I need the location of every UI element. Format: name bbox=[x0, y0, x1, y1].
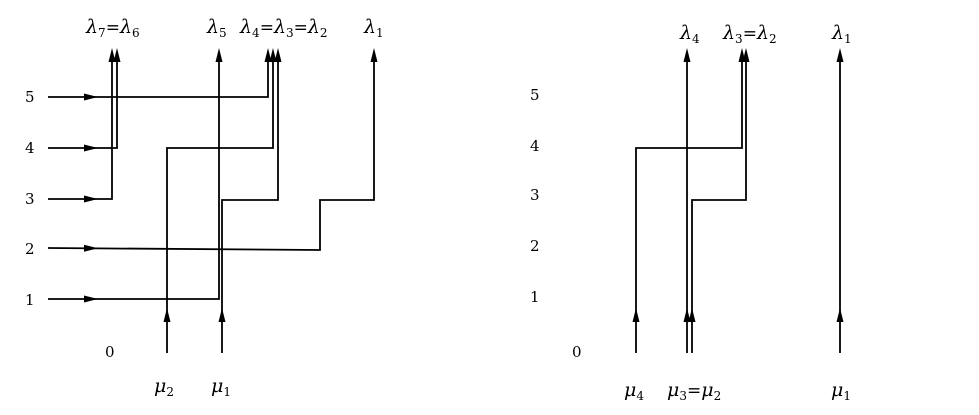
right-arrow-bottom-840 bbox=[836, 308, 844, 322]
left-top-label-l432-subscript: 3 bbox=[286, 26, 294, 40]
right-bottom-label-m1-symbol: μ bbox=[831, 379, 843, 401]
left-top-label-l432-subscript: 4 bbox=[252, 26, 260, 40]
left-path-row3 bbox=[48, 52, 113, 200]
right-arrow-top-840 bbox=[836, 48, 844, 62]
right-top-label-l32-subscript: 2 bbox=[769, 32, 777, 46]
left-arrow-top-278 bbox=[274, 48, 282, 62]
left-bottom-label-m1-symbol: μ bbox=[211, 375, 223, 397]
right-path-mu4 bbox=[635, 52, 743, 353]
right-arrow-top-746 bbox=[742, 48, 750, 62]
left-path-row2 bbox=[47, 52, 375, 251]
right-arrow-bottom-687 bbox=[683, 308, 691, 322]
left-path-mu1 bbox=[221, 52, 279, 353]
right-bottom-label-m32-symbol: μ bbox=[667, 379, 679, 401]
right-bottom-label-m32-subscript: 2 bbox=[714, 389, 722, 403]
right-row-label-3: 3 bbox=[530, 186, 540, 204]
left-top-label-l432-symbol: λ bbox=[307, 16, 320, 38]
right-top-label-l4-symbol: λ bbox=[679, 22, 692, 44]
right-bottom-label-m32-subscript: 3 bbox=[679, 389, 687, 403]
left-top-label-l76-symbol: λ bbox=[85, 16, 98, 38]
left-arrow-row-1 bbox=[84, 295, 98, 303]
left-row-label-5: 5 bbox=[25, 88, 35, 106]
right-bottom-label-m4-symbol: μ bbox=[624, 379, 636, 401]
left-arrow-top-268 bbox=[264, 48, 272, 62]
left-top-label-l432-subscript: 2 bbox=[320, 26, 328, 40]
right-bottom-label-m1-subscript: 1 bbox=[843, 389, 851, 403]
left-top-label-l432-symbol: λ bbox=[239, 16, 252, 38]
left-top-label-l432-equals: = bbox=[260, 18, 274, 38]
left-arrow-row-5 bbox=[84, 93, 98, 101]
left-top-label-l76-subscript: 7 bbox=[98, 26, 106, 40]
left-path-mu2 bbox=[166, 52, 274, 353]
left-arrow-row-3 bbox=[84, 195, 98, 203]
right-top-label-l32-symbol: λ bbox=[756, 22, 769, 44]
right-bottom-label-m32-symbol: μ bbox=[701, 379, 713, 401]
right-origin-label: 0 bbox=[572, 343, 582, 361]
left-row-label-4: 4 bbox=[25, 139, 35, 157]
left-bottom-label-m1: μ1​ bbox=[211, 375, 231, 399]
right-top-label-l32-subscript: 3 bbox=[735, 32, 743, 46]
right-bottom-label-m4: μ4​ bbox=[624, 379, 644, 403]
right-top-label-l1-symbol: λ bbox=[831, 22, 844, 44]
right-row-label-4: 4 bbox=[530, 137, 540, 155]
left-origin-label: 0 bbox=[105, 343, 115, 361]
left-arrow-top-273 bbox=[269, 48, 277, 62]
right-row-label-5: 5 bbox=[530, 86, 540, 104]
left-row-label-3: 3 bbox=[25, 190, 35, 208]
right-path-mu3-b bbox=[691, 52, 747, 353]
left-top-label-l76: λ7​=λ6​ bbox=[85, 16, 140, 40]
right-bottom-label-m4-subscript: 4 bbox=[636, 389, 644, 403]
left-arrow-bottom-167 bbox=[163, 308, 171, 322]
right-bottom-label-m32: μ3​=μ2​ bbox=[667, 379, 721, 403]
right-row-label-1: 1 bbox=[530, 288, 540, 306]
left-diagram: λ7​=λ6​ λ5​ λ4​=λ3​=λ2​ λ1​ 5 4 3 2 1 0 … bbox=[25, 16, 384, 399]
right-bottom-label-m1: μ1​ bbox=[831, 379, 851, 403]
left-row-label-1: 1 bbox=[25, 291, 35, 309]
left-arrow-bottom-222 bbox=[218, 308, 226, 322]
left-path-row1 bbox=[48, 52, 220, 300]
left-top-label-l76-symbol: λ bbox=[119, 16, 132, 38]
left-arrow-row-2 bbox=[84, 244, 98, 252]
right-top-label-l4: λ4​ bbox=[679, 22, 700, 46]
left-bottom-label-m1-subscript: 1 bbox=[223, 385, 231, 399]
right-arrow-bottom-692 bbox=[688, 308, 696, 322]
left-top-label-l1: λ1​ bbox=[363, 16, 384, 40]
left-top-label-l432-symbol: λ bbox=[273, 16, 286, 38]
left-row-label-2: 2 bbox=[25, 240, 35, 258]
right-top-label-l1-subscript: 1 bbox=[844, 32, 852, 46]
left-top-label-l5-symbol: λ bbox=[206, 16, 219, 38]
right-top-label-l32: λ3​=λ2​ bbox=[722, 22, 777, 46]
left-top-label-l5-subscript: 5 bbox=[219, 26, 227, 40]
left-top-label-l1-symbol: λ bbox=[363, 16, 376, 38]
right-row-label-2: 2 bbox=[530, 237, 540, 255]
left-arrow-top-112 bbox=[108, 48, 116, 62]
left-path-row5 bbox=[48, 52, 269, 98]
left-arrow-top-219 bbox=[215, 48, 223, 62]
right-top-label-l4-subscript: 4 bbox=[692, 32, 700, 46]
left-arrow-top-374 bbox=[370, 48, 378, 62]
right-top-label-l32-equals: = bbox=[743, 24, 757, 44]
left-top-label-l76-equals: = bbox=[106, 18, 120, 38]
right-arrow-bottom-636 bbox=[632, 308, 640, 322]
left-top-label-l5: λ5​ bbox=[206, 16, 227, 40]
left-arrow-top-117 bbox=[113, 48, 121, 62]
right-top-label-l1: λ1​ bbox=[831, 22, 852, 46]
left-path-row4 bbox=[48, 52, 118, 149]
right-top-label-l32-symbol: λ bbox=[722, 22, 735, 44]
left-top-label-l76-subscript: 6 bbox=[132, 26, 140, 40]
right-arrow-top-687 bbox=[683, 48, 691, 62]
left-bottom-label-m2: μ2​ bbox=[154, 375, 174, 399]
left-top-label-l432-equals: = bbox=[294, 18, 308, 38]
left-bottom-label-m2-subscript: 2 bbox=[166, 385, 174, 399]
left-top-label-l1-subscript: 1 bbox=[376, 26, 384, 40]
left-top-label-l432: λ4​=λ3​=λ2​ bbox=[239, 16, 328, 40]
right-diagram: λ4​ λ3​=λ2​ λ1​ 5 4 3 2 1 0 μ4​ μ3​=μ2​ … bbox=[530, 22, 852, 403]
left-bottom-label-m2-symbol: μ bbox=[154, 375, 166, 397]
left-arrow-row-4 bbox=[84, 144, 98, 152]
right-bottom-label-m32-equals: = bbox=[687, 381, 701, 401]
